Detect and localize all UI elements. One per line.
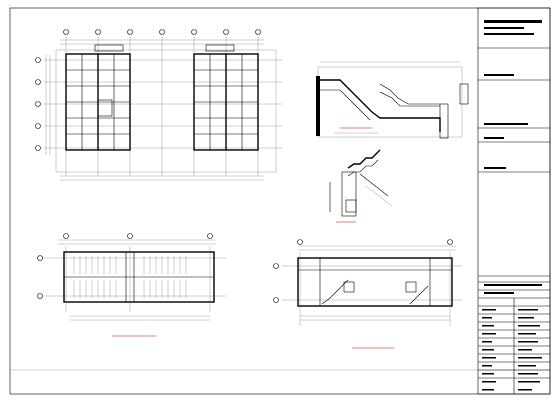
column-gridlines [44,36,282,176]
right-room-cluster [193,44,259,151]
title-block [477,7,551,395]
stair-detail [329,149,393,223]
left-axis-bubbles [35,55,51,155]
building-section [273,239,462,349]
lower-stair-plan [37,233,226,337]
stair-section-elevation [316,61,469,139]
bottom-dimension-line [60,175,264,181]
left-room-cluster [65,44,131,151]
sheet-border [9,7,551,395]
top-axis-bubbles [60,29,264,45]
main-floor-plan [35,29,282,181]
